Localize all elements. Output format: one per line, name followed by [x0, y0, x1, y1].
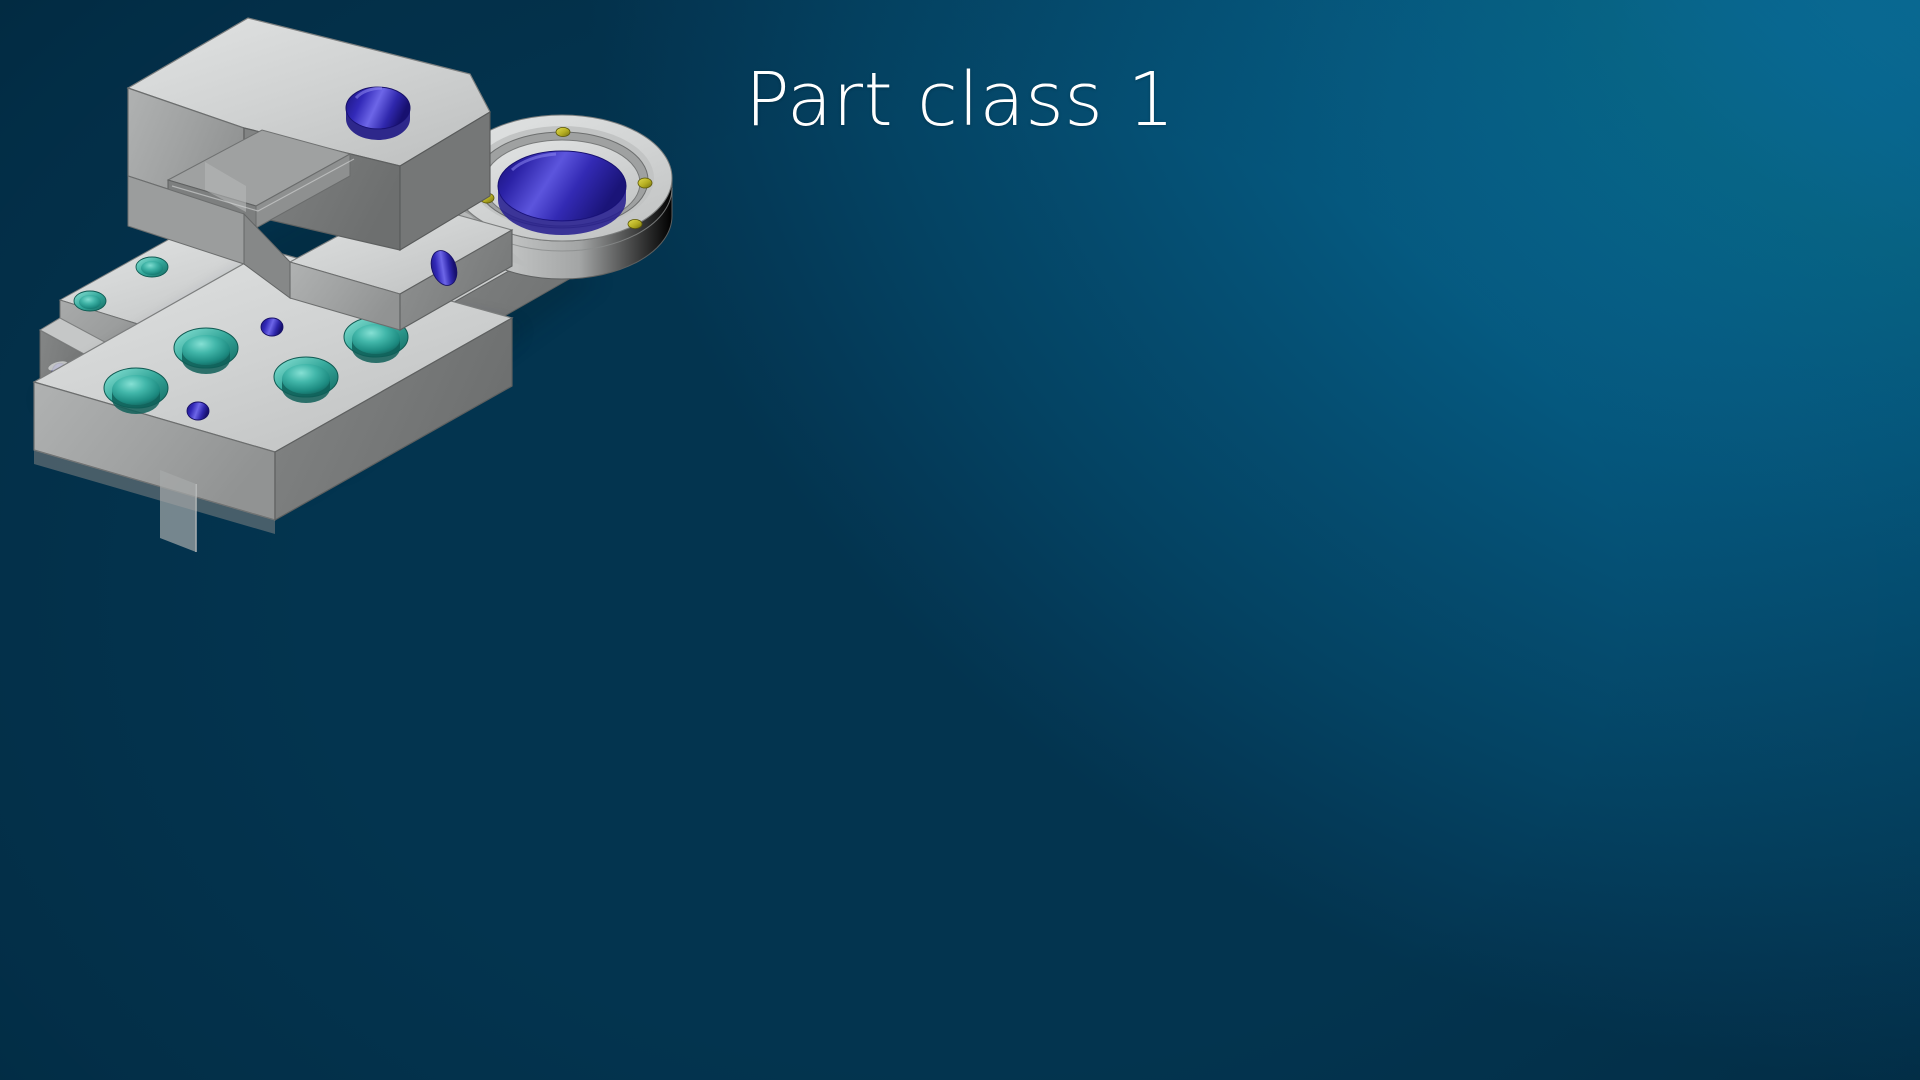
- upper-jaw-bore: [430, 250, 458, 286]
- base-mounting-hole-group: [103, 316, 409, 414]
- upper-jaw-block: [126, 17, 491, 299]
- bearing-boss: [451, 114, 673, 280]
- base-mounting-hole: [273, 356, 339, 403]
- upper-jaw-bore-group: [345, 86, 411, 140]
- base-mounting-hole: [103, 367, 169, 414]
- base-mounting-hole: [343, 316, 409, 363]
- stepped-clamp-block-render: [32, 17, 520, 552]
- base-mounting-hole: [173, 327, 239, 374]
- small-dowel-hole-group: [186, 317, 284, 421]
